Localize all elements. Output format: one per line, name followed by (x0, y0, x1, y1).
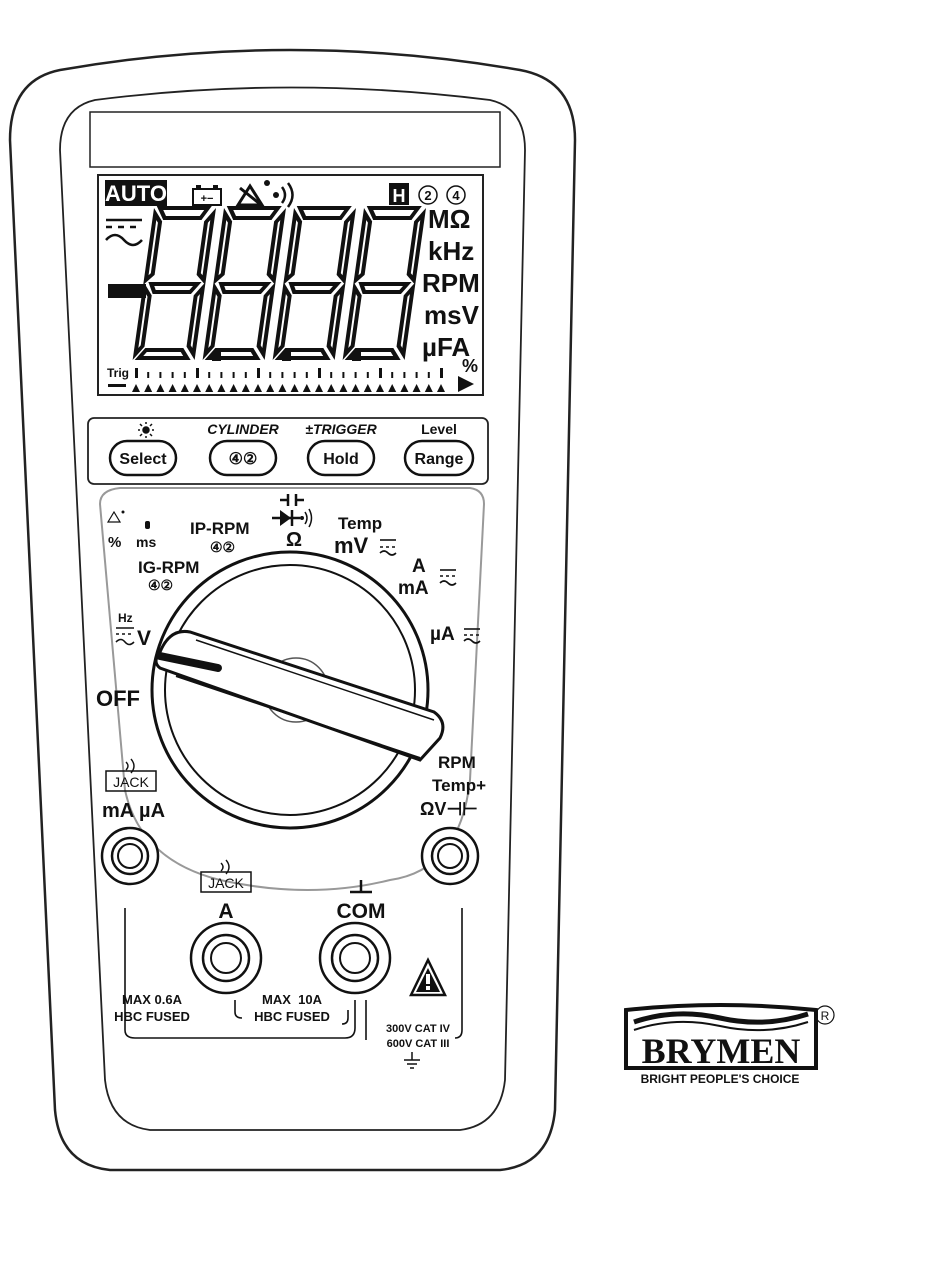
lcd-minus-sign (108, 284, 146, 298)
fuse-rating-small-1: MAX 0.6A (122, 992, 183, 1007)
cylinder-button-label: ④② (229, 451, 258, 468)
select-button-label: Select (119, 451, 167, 468)
bargraph-tick (440, 368, 443, 378)
trig-label: Trig (107, 366, 129, 380)
dial-label-percent: % (108, 534, 121, 551)
dial-label-a: A (412, 556, 426, 577)
bargraph-tick (147, 372, 149, 378)
jack-right-label-3: ΩV⊣⊢ (420, 799, 478, 819)
trig-bar (108, 384, 126, 387)
button-level-caption: Level (421, 421, 457, 437)
bargraph-tick (257, 368, 260, 378)
select-button[interactable]: Select (110, 441, 176, 475)
unit-msv: msV (424, 300, 480, 330)
bargraph-tick (367, 372, 369, 378)
jack-badge-center-label: JACK (208, 875, 244, 891)
registered-mark-text: R (821, 1009, 830, 1023)
brymen-logo-wordmark: BRYMEN (642, 1031, 801, 1071)
dial-label-temp: Temp (338, 514, 382, 533)
hold-button[interactable]: Hold (308, 441, 374, 475)
range-button[interactable]: Range (405, 441, 473, 475)
svg-text:2: 2 (424, 188, 431, 203)
hold-button-label: Hold (323, 451, 359, 468)
jack-right-label-2: Temp+ (432, 776, 486, 795)
unit-percent: % (462, 356, 478, 376)
bargraph-tick (428, 372, 430, 378)
dial-label-ig-cyl: ④② (148, 577, 173, 593)
bargraph-tick (403, 372, 405, 378)
fuse-rating-small-2: HBC FUSED (114, 1009, 190, 1024)
bargraph-tick (306, 372, 308, 378)
dial-label-mv: mV (334, 533, 369, 558)
bargraph-tick (245, 372, 247, 378)
dial-label-ig-rpm: IG-RPM (138, 558, 199, 577)
fuse-rating-large-1: MAX 10A (262, 992, 323, 1007)
hold-label: H (393, 186, 406, 206)
bargraph-tick (220, 372, 222, 378)
jack-a[interactable] (191, 923, 261, 993)
jack-a-label: A (218, 900, 233, 923)
jack-ma-ua[interactable] (102, 828, 158, 884)
bargraph-tick (330, 372, 332, 378)
registered-mark: R (816, 1006, 834, 1024)
bargraph-tick (379, 368, 382, 378)
bargraph-tick (208, 372, 210, 378)
jack-com[interactable] (320, 923, 390, 993)
bargraph-tick (135, 368, 138, 378)
jack-com-label: COM (337, 900, 386, 923)
bargraph-tick (233, 372, 235, 378)
dial-label-ip-cyl: ④② (210, 539, 235, 555)
bargraph-tick (355, 372, 357, 378)
dial-label-v: V (137, 627, 151, 650)
bargraph-tick (294, 372, 296, 378)
bargraph-tick (159, 372, 161, 378)
brymen-tagline: BRIGHT PEOPLE'S CHOICE (641, 1072, 800, 1086)
dial-label-ma: mA (398, 578, 429, 599)
bargraph-tick (281, 372, 283, 378)
dial-label-ohm: Ω (286, 529, 302, 551)
bargraph-tick (416, 372, 418, 378)
dial-label-ua: µA (430, 624, 455, 645)
bargraph-tick (196, 368, 199, 378)
unit-khz: kHz (428, 236, 474, 266)
svg-text:4: 4 (452, 188, 460, 203)
bargraph-tick (318, 368, 321, 378)
unit-mohm: MΩ (428, 204, 471, 234)
bargraph-tick (172, 372, 174, 378)
jack-badge-left-label: JACK (113, 774, 149, 790)
jack-volt-ohm[interactable] (422, 828, 478, 884)
dial-label-off: OFF (96, 686, 140, 711)
bargraph-tick (269, 372, 271, 378)
dial-label-ms: ms (136, 534, 156, 550)
cat-rating-2: 600V CAT III (387, 1038, 450, 1050)
button-trigger-caption: ±TRIGGER (305, 421, 377, 437)
dial-label-ip-rpm: IP-RPM (190, 519, 250, 538)
cylinder-button[interactable]: ④② (210, 441, 276, 475)
bargraph-tick (342, 372, 344, 378)
jack-right-label-1: RPM (438, 753, 476, 772)
dial-label-hz: Hz (118, 611, 133, 625)
svg-text:+−: +− (201, 193, 214, 205)
fuse-rating-large-2: HBC FUSED (254, 1009, 330, 1024)
duty-icon (145, 521, 150, 529)
cat-rating-1: 300V CAT IV (386, 1023, 451, 1035)
range-button-label: Range (415, 451, 464, 468)
bargraph-tick (391, 372, 393, 378)
bargraph-tick (184, 372, 186, 378)
auto-label: AUTO (105, 181, 167, 206)
brymen-logo: BRYMEN (626, 1005, 816, 1071)
jack-left-label: mA µA (102, 800, 165, 822)
unit-rpm: RPM (422, 268, 480, 298)
button-cylinder-caption: CYLINDER (207, 421, 279, 437)
